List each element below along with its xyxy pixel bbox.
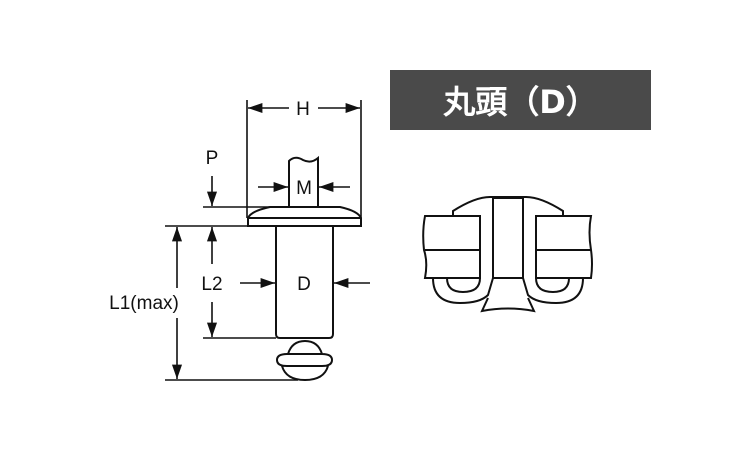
label-p: P <box>206 148 219 169</box>
installed-rivet-diagram <box>422 196 593 313</box>
mandrel <box>288 155 319 207</box>
rivet-body <box>275 226 334 339</box>
label-m: M <box>296 178 312 199</box>
dimension-l2 <box>203 227 276 339</box>
installed-mandrel <box>492 197 524 279</box>
left-curl <box>432 277 494 305</box>
dimension-p <box>203 176 272 208</box>
label-h: H <box>296 99 310 120</box>
title-text: 丸頭（D） <box>443 83 598 121</box>
right-plate <box>535 215 593 279</box>
rivet-sleeve-head <box>452 196 564 216</box>
rivet-head <box>247 206 362 227</box>
label-l2: L2 <box>201 274 222 295</box>
mandrel-tail <box>275 339 334 382</box>
left-plate <box>422 215 481 279</box>
dimension-h <box>246 100 362 218</box>
mandrel-break <box>480 297 536 313</box>
label-l1: L1(max) <box>109 293 179 314</box>
dimension-l1 <box>165 227 298 381</box>
right-curl <box>522 277 584 305</box>
label-d: D <box>297 274 311 295</box>
title-box: 丸頭（D） <box>390 70 651 130</box>
